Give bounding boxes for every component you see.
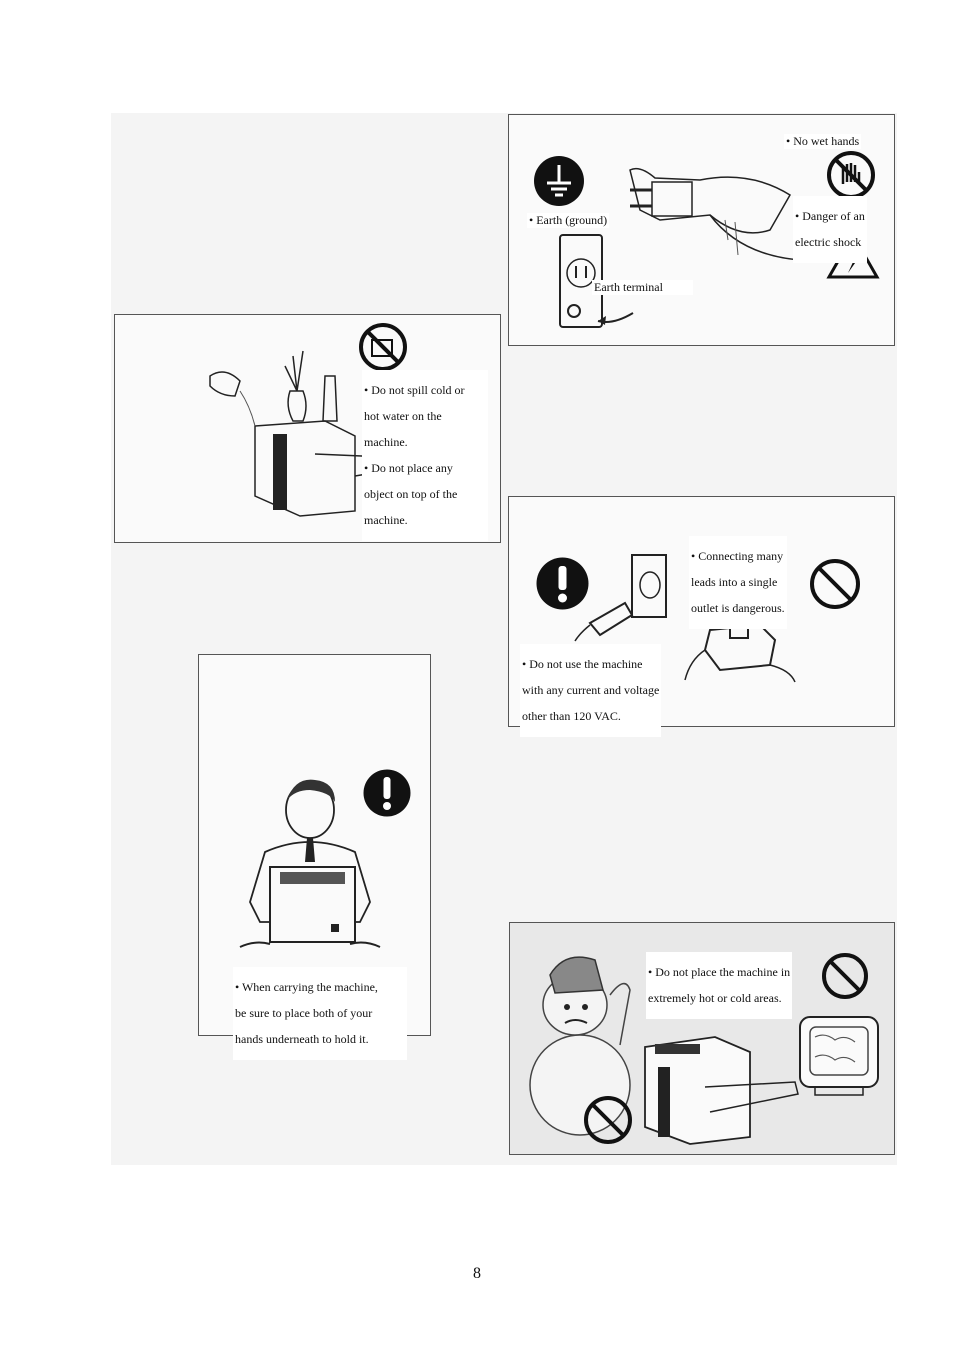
danger-shock-caption: • Danger of an electric shock bbox=[793, 196, 867, 263]
prohibition-icon bbox=[810, 559, 860, 609]
many-leads-caption: • Connecting many leads into a single ou… bbox=[689, 536, 787, 629]
page-number: 8 bbox=[473, 1265, 481, 1282]
prohibition-icon bbox=[584, 1096, 632, 1144]
machine-with-vase-illustration bbox=[209, 350, 417, 517]
prohibition-icon bbox=[822, 953, 868, 999]
carry-caption: • When carrying the machine, be sure to … bbox=[233, 967, 407, 1060]
heater-illustration bbox=[799, 1016, 879, 1096]
ground-symbol-icon bbox=[534, 156, 584, 206]
mandatory-exclamation-icon bbox=[536, 557, 589, 610]
spill-caption: • Do not spill cold or hot water on the … bbox=[362, 370, 488, 541]
earth-terminal-caption: Earth terminal bbox=[592, 280, 693, 295]
mandatory-exclamation-icon bbox=[363, 769, 411, 817]
no-objects-prohibition-icon bbox=[359, 323, 407, 371]
hand-and-plug-illustration bbox=[629, 167, 801, 261]
person-carrying-machine-illustration bbox=[239, 779, 381, 948]
machine-illustration bbox=[644, 1036, 799, 1145]
earth-ground-caption: • Earth (ground) bbox=[527, 213, 610, 228]
temperature-caption: • Do not place the machine in extremely … bbox=[646, 952, 793, 1019]
snowman-illustration bbox=[529, 956, 631, 1136]
no-wet-hands-caption: • No wet hands bbox=[784, 134, 862, 149]
plug-and-outlet-illustration bbox=[574, 554, 667, 642]
voltage-caption: • Do not use the machine with any curren… bbox=[520, 644, 662, 737]
no-wet-hands-icon bbox=[827, 151, 875, 199]
